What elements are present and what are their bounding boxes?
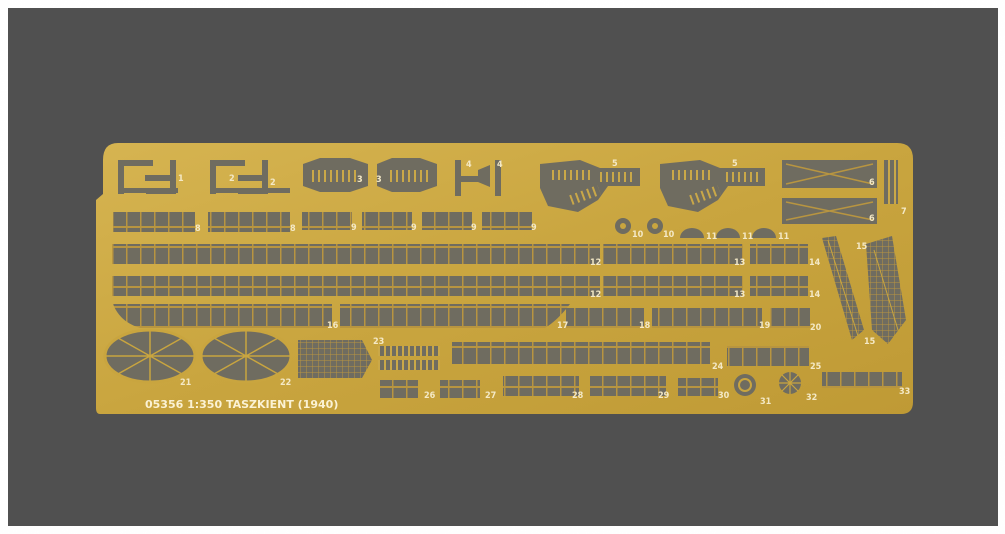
- part-label: 4: [497, 160, 503, 170]
- part-label: 13: [734, 290, 745, 300]
- part-13-rails: [603, 244, 743, 296]
- part-label: 2: [229, 174, 235, 184]
- part-label: 9: [471, 223, 477, 233]
- part-label: 8: [195, 224, 201, 234]
- part-16-hull-rail: [113, 304, 570, 328]
- part-label: 11: [778, 232, 790, 242]
- part-label: 8: [290, 224, 296, 234]
- part-15-lattice-masts: [822, 236, 906, 344]
- part-22-spoked-disc: [199, 328, 293, 384]
- part-14-rails: [750, 244, 808, 296]
- part-24-rails: [452, 342, 710, 364]
- part-33-rail: [822, 372, 902, 388]
- part-5-stairs: [540, 160, 765, 212]
- part-label: 10: [663, 230, 675, 240]
- part-31-32-wheels: [734, 372, 801, 396]
- part-label: 27: [485, 391, 496, 401]
- part-label: 30: [718, 391, 730, 401]
- part-label: 11: [706, 232, 718, 242]
- part-label: 29: [658, 391, 670, 401]
- part-label: 26: [424, 391, 436, 401]
- part-12-long-rails: [112, 244, 600, 296]
- part-label: 3: [376, 175, 382, 185]
- part-label: 4: [466, 160, 472, 170]
- fret-title: 05356 1:350 TASZKIENT (1940): [145, 398, 338, 411]
- part-26-to-29-rails: [380, 376, 666, 398]
- part-label: 20: [810, 323, 822, 333]
- part-label: 19: [759, 321, 771, 331]
- part-label: 12: [590, 258, 601, 268]
- part-label: 16: [327, 321, 339, 331]
- part-30-rail: [678, 378, 718, 396]
- part-label: 15: [864, 337, 876, 347]
- part-label: 2: [270, 178, 276, 188]
- part-label: 9: [351, 223, 357, 233]
- part-label: 13: [734, 258, 745, 268]
- part-1-brackets: [118, 160, 178, 194]
- part-label: 31: [760, 397, 772, 407]
- part-label: 15: [856, 242, 868, 252]
- part-label: 9: [531, 223, 537, 233]
- part-6-frames: [782, 160, 877, 224]
- part-label: 3: [357, 175, 363, 185]
- part-3-ladder-frames: [303, 158, 437, 192]
- part-label: 14: [809, 258, 821, 268]
- part-2-brackets: [210, 160, 290, 194]
- part-10-rings: [615, 218, 663, 234]
- part-label: 18: [639, 321, 651, 331]
- part-7-strip: [884, 160, 898, 204]
- part-label: 14: [809, 290, 821, 300]
- part-label: 7: [901, 207, 907, 217]
- part-11-arches: [680, 228, 776, 238]
- part-19-rail: [770, 308, 810, 328]
- part-label: 25: [810, 362, 822, 372]
- part-label: 11: [742, 232, 754, 242]
- part-label: 12: [590, 290, 601, 300]
- part-label: 10: [632, 230, 644, 240]
- part-label: 24: [712, 362, 724, 372]
- part-label: 6: [869, 214, 875, 224]
- part-8-rails: [113, 212, 290, 232]
- part-label: 28: [572, 391, 584, 401]
- part-label: 1: [178, 174, 184, 184]
- part-label: 22: [280, 378, 291, 388]
- part-label: 21: [180, 378, 192, 388]
- part-label: 17: [557, 321, 568, 331]
- part-label: 5: [732, 159, 738, 169]
- part-23-mesh-panel: [298, 340, 440, 378]
- part-label: 33: [899, 387, 910, 397]
- part-label: 9: [411, 223, 417, 233]
- part-21-spoked-disc: [103, 328, 197, 384]
- part-25-rail: [727, 346, 809, 366]
- part-9-rails: [302, 212, 532, 230]
- part-label: 6: [869, 178, 875, 188]
- part-label: 32: [806, 393, 817, 403]
- part-number-labels: 1 2 2 3 3 4 4 5 5 6 6 7 8 8 9 9 9 9 10 1…: [178, 159, 910, 407]
- part-4-brackets: [455, 160, 501, 196]
- part-label: 23: [373, 337, 384, 347]
- part-18-rails: [566, 308, 762, 328]
- part-label: 5: [612, 159, 618, 169]
